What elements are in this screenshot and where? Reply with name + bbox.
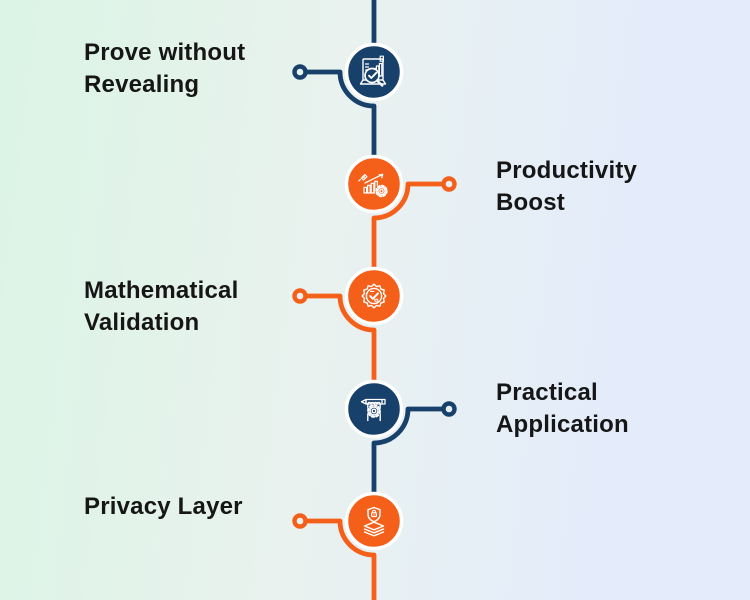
branch-dot-4 <box>441 401 457 417</box>
timeline-label-5: Privacy Layer <box>84 491 243 523</box>
timeline-label-line: Prove without <box>84 39 246 66</box>
connector-3 <box>307 293 377 409</box>
shield-lock-layers-icon <box>363 506 385 537</box>
timeline-label-line: Productivity <box>496 157 638 184</box>
connector-4 <box>371 406 442 521</box>
timeline-label-2: Productivity Boost <box>496 155 637 219</box>
timeline-label-line: Privacy Layer <box>84 493 243 520</box>
branch-dot-2 <box>441 176 457 192</box>
timeline-label-1: Prove without Revealing <box>84 37 245 101</box>
connector-2 <box>371 181 442 296</box>
connector-5 <box>307 518 377 600</box>
analytics-magnifier-icon <box>359 55 387 87</box>
timeline-node-3 <box>344 266 404 326</box>
timeline-label-line: Mathematical <box>84 277 239 304</box>
growth-chart-gear-rocket-icon <box>358 173 389 198</box>
timeline-label-line: Revealing <box>84 71 200 98</box>
branch-dot-5 <box>292 513 308 529</box>
branch-dot-1 <box>292 64 308 80</box>
certified-badge-check-icon <box>361 283 387 309</box>
timeline-label-3: Mathematical Validation <box>84 275 238 339</box>
timeline-label-4: Practical Application <box>496 377 629 441</box>
timeline-label-line: Boost <box>496 189 565 216</box>
timeline-label-line: Practical <box>496 379 598 406</box>
branch-dot-3 <box>292 288 308 304</box>
timeline-label-line: Validation <box>84 309 200 336</box>
timeline-label-line: Application <box>496 411 629 438</box>
hand-pencil-gear-icon <box>360 398 386 422</box>
connector-1 <box>307 69 377 184</box>
